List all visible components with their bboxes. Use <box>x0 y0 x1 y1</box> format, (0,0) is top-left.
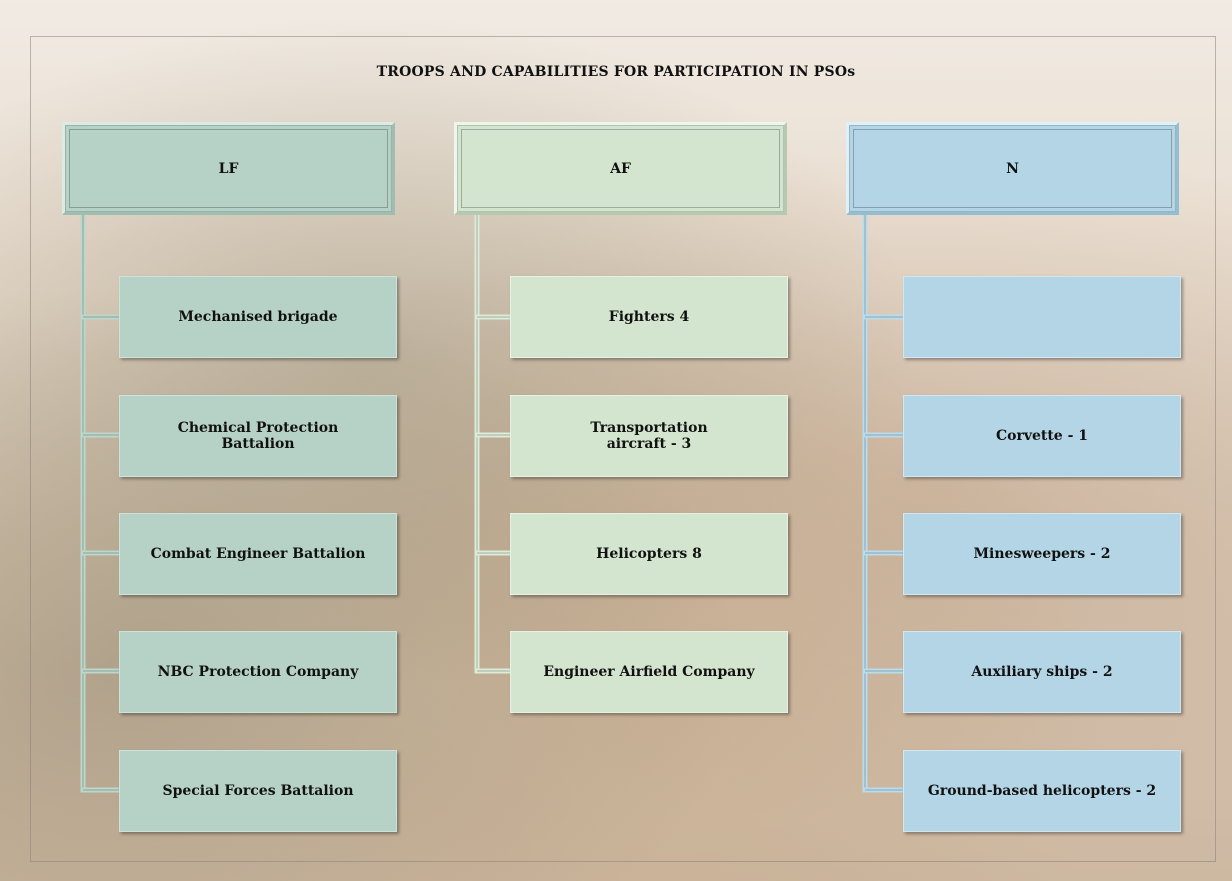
n-item-corvette: Corvette - 1 <box>903 395 1181 477</box>
af-item-fighters: Fighters 4 <box>510 276 788 358</box>
n-item-auxiliary-ships: Auxiliary ships - 2 <box>903 631 1181 713</box>
n-header-label: N <box>1006 160 1019 177</box>
lf-item-chemical-protection-battalion: Chemical Protection Battalion <box>119 395 397 477</box>
lf-item-nbc-protection-company: NBC Protection Company <box>119 631 397 713</box>
af-header-inner-border <box>461 129 780 208</box>
af-item-engineer-airfield-company: Engineer Airfield Company <box>510 631 788 713</box>
lf-item-mechanised-brigade: Mechanised brigade <box>119 276 397 358</box>
af-item-helicopters: Helicopters 8 <box>510 513 788 595</box>
n-item-ground-based-helicopters: Ground-based helicopters - 2 <box>903 750 1181 832</box>
n-item-minesweepers: Minesweepers - 2 <box>903 513 1181 595</box>
diagram-title: TROOPS AND CAPABILITIES FOR PARTICIPATIO… <box>376 64 856 80</box>
n-header-inner-border <box>853 129 1172 208</box>
diagram-frame <box>30 36 1216 862</box>
n-item-empty <box>903 276 1181 358</box>
lf-item-special-forces-battalion: Special Forces Battalion <box>119 750 397 832</box>
af-item-transportation-aircraft: Transportation aircraft - 3 <box>510 395 788 477</box>
n-header: N <box>846 122 1179 215</box>
af-header: AF <box>454 122 787 215</box>
lf-item-combat-engineer-battalion: Combat Engineer Battalion <box>119 513 397 595</box>
lf-header-inner-border <box>69 129 388 208</box>
af-header-label: AF <box>610 160 631 177</box>
lf-header-label: LF <box>218 160 239 177</box>
lf-header: LF <box>62 122 395 215</box>
